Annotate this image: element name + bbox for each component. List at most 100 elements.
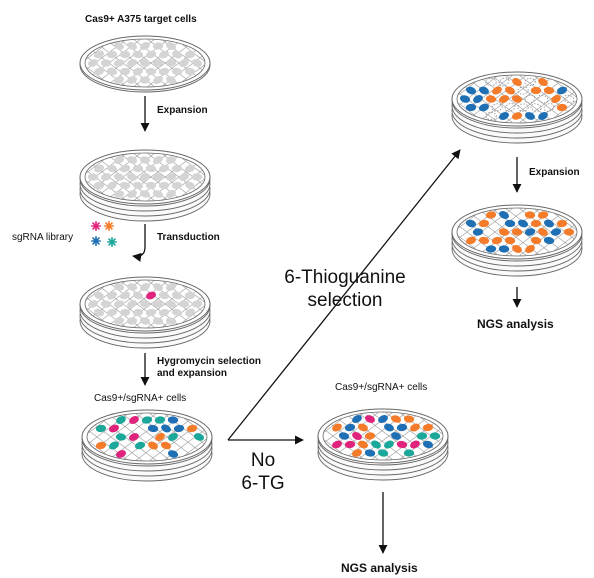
cell (538, 77, 548, 87)
cell (145, 67, 157, 76)
cell (504, 236, 516, 245)
cell (505, 86, 515, 95)
cell (556, 219, 568, 228)
cell (465, 103, 477, 112)
cell (116, 416, 126, 424)
cell (94, 291, 104, 300)
cell (119, 181, 131, 190)
cell (113, 190, 125, 198)
cell (358, 423, 368, 432)
cell (465, 86, 477, 95)
cell (191, 59, 203, 67)
cell (129, 415, 139, 425)
cell (171, 164, 183, 173)
cell (184, 50, 196, 59)
arrow-transduction (132, 224, 146, 262)
cell (132, 181, 144, 190)
cell (364, 432, 376, 440)
cell (93, 181, 105, 190)
cell (524, 211, 536, 219)
cell (524, 228, 536, 236)
sgrna-star (91, 221, 101, 231)
cell (114, 76, 124, 84)
cell (95, 441, 107, 450)
cell (530, 86, 542, 95)
cell (152, 190, 164, 198)
label-target-cells: Cas9+ A375 target cells (85, 14, 197, 25)
cell (113, 59, 125, 67)
cell (403, 449, 415, 457)
cell (344, 440, 356, 449)
cell (87, 173, 99, 181)
cell (106, 50, 118, 59)
cell (556, 86, 568, 95)
cell (485, 95, 497, 103)
cell (145, 181, 157, 190)
label-6tg-line2: selection (307, 290, 383, 311)
cell (416, 432, 428, 440)
cell (185, 181, 195, 190)
cell (543, 103, 555, 112)
cell (141, 416, 153, 424)
cell (478, 219, 490, 228)
cell (145, 164, 157, 173)
cell (107, 291, 117, 300)
cell (184, 67, 196, 76)
cell (485, 245, 497, 253)
cell (491, 236, 503, 245)
cell (166, 283, 176, 291)
cell (378, 414, 388, 424)
cell (512, 245, 522, 253)
cell (524, 77, 536, 87)
cells (332, 414, 441, 457)
cell (159, 50, 169, 59)
cell (113, 173, 125, 181)
cell (396, 423, 408, 432)
label-6tg-selection: 6-Thioguanine selection (270, 266, 420, 312)
cell (165, 300, 177, 308)
cell (158, 308, 170, 317)
cell (504, 103, 516, 112)
cell (171, 67, 183, 76)
cell (93, 67, 105, 76)
arrow-6tg-selection (227, 149, 461, 441)
cell (185, 308, 195, 317)
cell (165, 59, 177, 67)
cell (193, 433, 205, 441)
label-no-line2: 6-TG (241, 473, 285, 494)
label-sgrna-library: sgRNA library (12, 232, 74, 243)
cell (365, 415, 375, 423)
cell (524, 94, 536, 104)
cell (171, 181, 183, 190)
cell (429, 432, 441, 440)
cell (139, 76, 151, 84)
cell (153, 75, 163, 85)
cell (371, 440, 381, 449)
cell (126, 283, 138, 291)
cells (95, 415, 205, 458)
cell (543, 236, 555, 245)
cell (132, 164, 144, 173)
cells (465, 211, 575, 254)
cell (140, 283, 150, 291)
cell (478, 236, 490, 245)
cell (119, 291, 131, 300)
cell (491, 103, 503, 112)
cell (563, 228, 575, 236)
cell (511, 95, 523, 103)
label-cas9-sgrna-right: Cas9+/sgRNA+ cells (335, 382, 428, 393)
label-no-6tg: No 6-TG (231, 449, 295, 495)
cell (479, 86, 489, 95)
cell (107, 181, 117, 190)
cell (511, 228, 523, 236)
cell (127, 189, 137, 199)
cell (422, 440, 434, 449)
cell (166, 75, 176, 85)
cell (538, 227, 548, 237)
cell (165, 156, 177, 164)
cell (525, 112, 535, 120)
label-cas9-sgrna-left: Cas9+/sgRNA+ cells (94, 393, 187, 404)
cell (410, 440, 420, 449)
cell (140, 42, 150, 50)
cell (139, 173, 151, 181)
